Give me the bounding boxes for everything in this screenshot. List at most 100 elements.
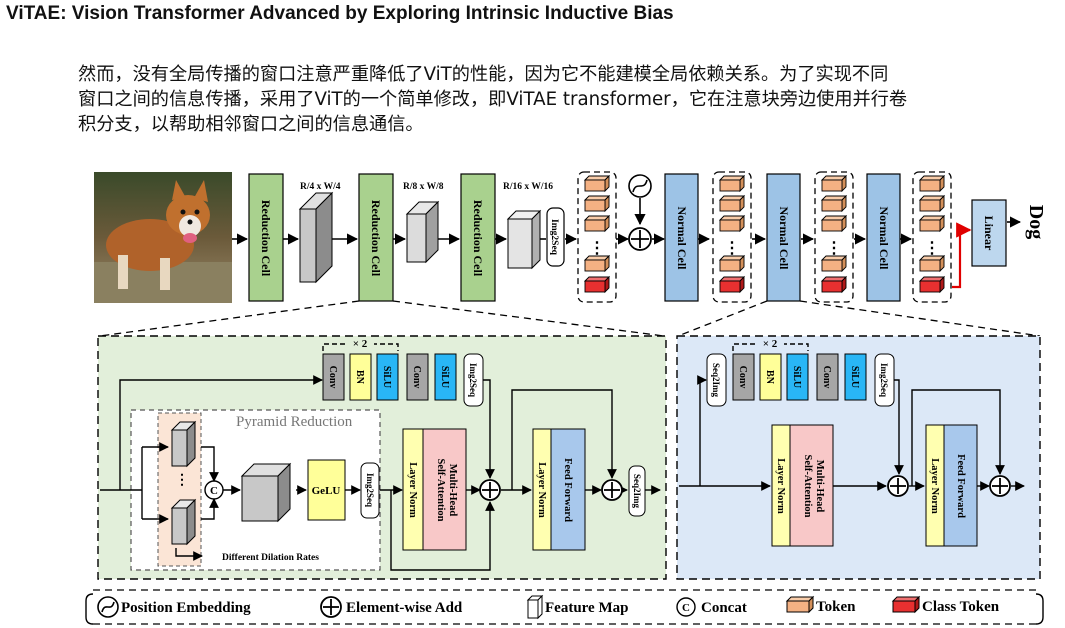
normal-attention-block: Layer Norm Multi-HeadSelf-Attention xyxy=(771,424,834,547)
feature-map-legend-icon xyxy=(526,594,544,620)
svg-text:Seq2Img: Seq2Img xyxy=(632,474,642,509)
gelu-block: GeLU xyxy=(307,459,346,521)
legend-concat: Concat xyxy=(701,600,747,616)
class-token xyxy=(718,275,746,294)
position-embedding-legend-icon xyxy=(97,596,119,618)
token xyxy=(918,174,946,193)
dog-photo xyxy=(94,172,232,303)
token xyxy=(718,174,746,193)
paragraph-line: 窗口之间的信息传播，采用了ViT的一个简单修改，即ViTAE transform… xyxy=(78,89,908,110)
concat-legend-icon: C xyxy=(676,597,696,617)
svg-text:Normal Cell: Normal Cell xyxy=(675,207,689,271)
token xyxy=(583,254,611,273)
reduction-detail-arrows xyxy=(100,375,661,571)
class-token xyxy=(583,275,611,294)
svg-text:Multi-HeadSelf-Attention: Multi-HeadSelf-Attention xyxy=(435,459,458,522)
img2seq-top: Img2Seq xyxy=(546,207,565,267)
normal-cell-3: Normal Cell xyxy=(866,173,901,302)
element-add-icon-top xyxy=(628,227,652,251)
class-token-legend-icon xyxy=(891,595,921,614)
token xyxy=(583,174,611,193)
normal-ff-block: Layer Norm Feed Forward xyxy=(925,424,978,547)
svg-text:Layer Norm: Layer Norm xyxy=(536,462,547,518)
dim-label-1: R/4 x W/4 xyxy=(300,182,341,192)
token xyxy=(718,194,746,213)
ellipsis-dots: ⋮ xyxy=(589,240,605,257)
svg-text:Conv: Conv xyxy=(327,366,338,389)
img2seq-pyramid: Img2Seq xyxy=(360,462,380,519)
svg-text:GeLU: GeLU xyxy=(312,485,341,497)
legend-feature-map: Feature Map xyxy=(545,600,628,616)
output-label: Dog xyxy=(1025,205,1047,239)
svg-text:Seq2Img: Seq2Img xyxy=(711,363,721,398)
svg-text:Feed Forward: Feed Forward xyxy=(955,454,966,518)
legend-token: Token xyxy=(816,599,856,615)
class-token xyxy=(918,275,946,294)
paragraph-line: 积分支，以帮助相邻窗口之间的信息通信。 xyxy=(78,114,424,135)
class-token xyxy=(820,275,848,294)
token xyxy=(918,214,946,233)
svg-text:Normal Cell: Normal Cell xyxy=(877,207,891,271)
reduction-cell-label: Reduction Cell xyxy=(369,200,383,277)
svg-text:Img2Seq: Img2Seq xyxy=(468,363,478,397)
token-columns: ⋮ ⋮ ⋮ ⋮ xyxy=(577,171,952,303)
token-legend-icon xyxy=(785,595,815,614)
token xyxy=(583,194,611,213)
class-token-arrow xyxy=(952,222,972,289)
svg-text:C: C xyxy=(682,602,690,614)
element-add-legend-icon xyxy=(320,596,342,618)
element-add-icon xyxy=(887,475,909,497)
element-add-icon xyxy=(989,475,1011,497)
element-add-icon xyxy=(479,479,501,501)
ellipsis-dots: ⋮ xyxy=(724,240,740,257)
svg-text:⋮: ⋮ xyxy=(175,473,189,488)
svg-text:Img2Seq: Img2Seq xyxy=(879,363,889,397)
feature-map-3 xyxy=(506,209,542,270)
token xyxy=(718,254,746,273)
svg-text:SiLU: SiLU xyxy=(791,366,802,388)
ellipsis-dots: ⋮ xyxy=(924,240,940,257)
position-embedding-icon xyxy=(628,174,652,198)
feature-map-1 xyxy=(298,191,334,284)
svg-text:Layer Norm: Layer Norm xyxy=(407,462,418,518)
svg-text:Feed Forward: Feed Forward xyxy=(562,458,573,522)
legend-position-embedding: Position Embedding xyxy=(121,600,251,616)
reduction-ff-block: Layer Norm Feed Forward xyxy=(532,428,586,551)
svg-text:Conv: Conv xyxy=(821,366,832,389)
normal-conv-branch: Seq2Img Conv BN SiLU Conv SiLU Img2Seq ×… xyxy=(706,337,895,407)
svg-text:Normal Cell: Normal Cell xyxy=(777,207,791,271)
reduction-cell-1: Reduction Cell xyxy=(248,173,284,302)
feature-map-2 xyxy=(405,200,440,264)
dilation-label: Different Dilation Rates xyxy=(222,553,319,563)
reduction-attention-block: Layer Norm Multi-HeadSelf-Attention xyxy=(402,428,467,551)
ellipsis-dots: ⋮ xyxy=(826,240,842,257)
svg-text:SiLU: SiLU xyxy=(439,366,450,388)
normal-detail-arrows xyxy=(679,375,1025,491)
concat-icon: C xyxy=(204,480,224,500)
svg-text:SiLU: SiLU xyxy=(381,366,392,388)
legend: Position Embedding Element-wise Add Feat… xyxy=(85,589,1044,625)
svg-text:BN: BN xyxy=(764,370,775,385)
normal-cell-1: Normal Cell xyxy=(664,173,699,302)
token xyxy=(718,214,746,233)
svg-text:Img2Seq: Img2Seq xyxy=(365,473,375,507)
reduction-cell-2: Reduction Cell xyxy=(358,173,394,302)
top-row-arrows xyxy=(232,198,1022,245)
reduction-cell-label: Reduction Cell xyxy=(259,200,273,277)
svg-text:Img2Seq: Img2Seq xyxy=(549,219,559,256)
seq2img-reduction: Seq2Img xyxy=(628,465,646,517)
dilation-feature-maps: ⋮ xyxy=(170,420,197,546)
normal-cell-2: Normal Cell xyxy=(766,173,801,302)
pyramid-output-map xyxy=(240,462,292,523)
description-paragraph: 然而，没有全局传播的窗口注意严重降低了ViT的性能，因为它不能建模全局依赖关系。… xyxy=(78,62,1065,137)
reduction-cell-label: Reduction Cell xyxy=(471,200,485,277)
dim-label-2: R/8 x W/8 xyxy=(403,182,444,192)
token xyxy=(820,214,848,233)
token xyxy=(918,254,946,273)
svg-text:Multi-HeadSelf-Attention: Multi-HeadSelf-Attention xyxy=(802,455,825,518)
svg-text:Layer Norm: Layer Norm xyxy=(929,458,940,514)
token xyxy=(918,194,946,213)
reduction-cell-3: Reduction Cell xyxy=(460,173,496,302)
svg-text:× 2: × 2 xyxy=(353,338,368,350)
